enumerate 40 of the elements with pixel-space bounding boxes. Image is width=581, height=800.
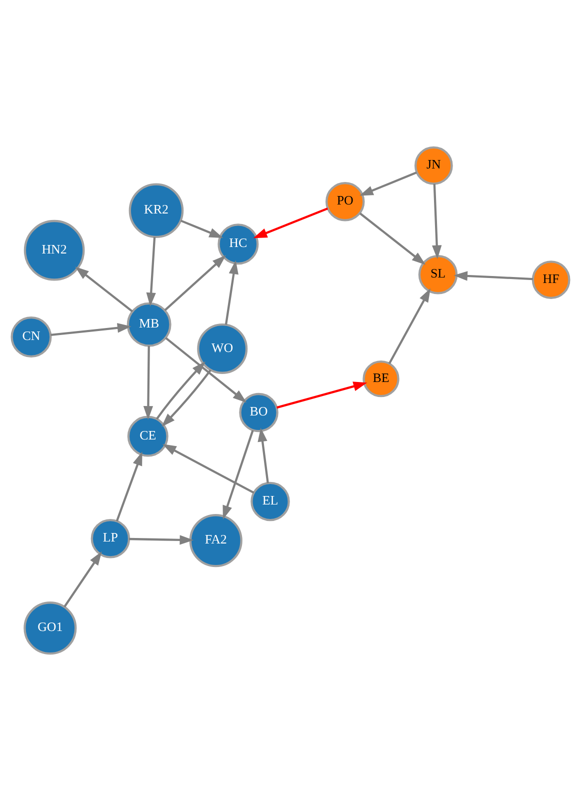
arrow xyxy=(388,288,431,364)
arrow xyxy=(454,270,533,280)
node-circle: MB xyxy=(126,302,172,346)
arrow xyxy=(180,219,224,238)
node-circle: BO xyxy=(239,392,278,432)
arrow xyxy=(50,322,132,336)
arrow xyxy=(224,260,238,324)
arrow xyxy=(359,212,426,264)
node-circle: CE xyxy=(127,415,168,456)
node-circle: CN xyxy=(10,316,52,357)
node-circle: FA2 xyxy=(189,514,242,567)
arrow xyxy=(116,451,142,521)
arrow xyxy=(165,336,247,402)
arrow xyxy=(359,171,417,196)
arrow xyxy=(75,266,134,312)
arrow xyxy=(146,236,156,306)
node-circle: HF xyxy=(532,260,570,299)
arrow xyxy=(164,254,226,310)
node-circle: WO xyxy=(197,322,248,374)
arrow xyxy=(432,183,442,259)
arrow xyxy=(161,368,212,426)
arrow xyxy=(222,430,254,519)
node-circle: PO xyxy=(325,181,365,221)
arrow xyxy=(258,427,269,483)
arrow xyxy=(64,550,102,607)
node-circle: KR2 xyxy=(128,182,184,238)
arrow xyxy=(276,381,368,408)
arrow xyxy=(253,207,328,238)
node-circle: EL xyxy=(250,481,290,521)
arrow xyxy=(162,444,254,494)
node-circle: LP xyxy=(90,518,130,558)
node-circle: BE xyxy=(362,360,400,397)
node-circle: HC xyxy=(218,223,259,264)
node-circle: SL xyxy=(418,254,458,294)
node-circle: JN xyxy=(414,146,453,184)
node-circle: HN2 xyxy=(24,219,85,280)
arrow xyxy=(129,534,194,544)
arrow xyxy=(143,345,154,420)
arrow xyxy=(156,360,206,420)
node-circle: GO1 xyxy=(24,601,77,654)
